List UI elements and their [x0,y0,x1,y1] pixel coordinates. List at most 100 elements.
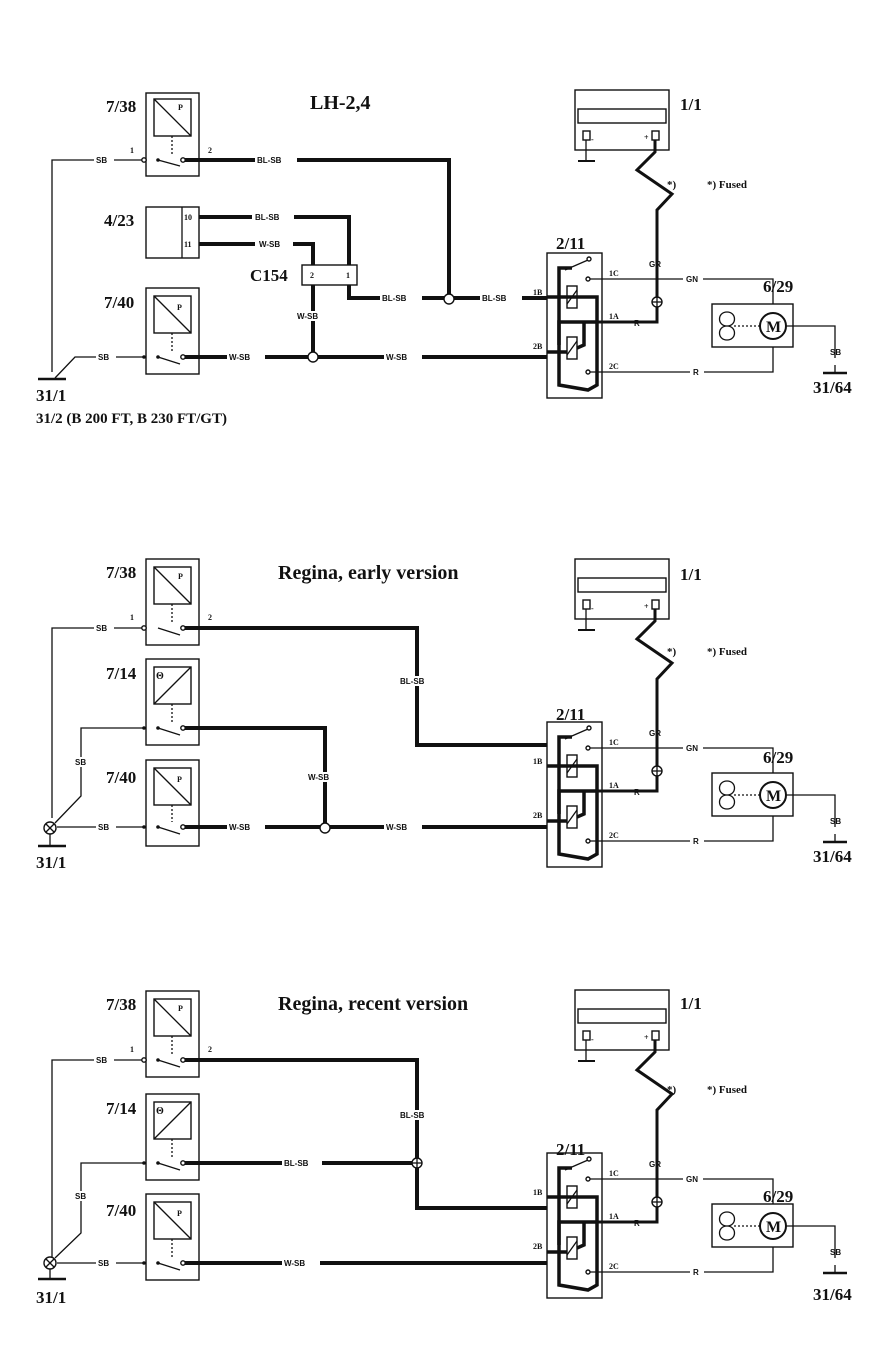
ground-label-alt: 31/2 (B 200 FT, B 230 FT/GT) [36,411,227,427]
pressure-switch-7-40: P [142,1193,200,1281]
diagram-title: LH-2,4 [310,92,371,114]
relay-pin-1c: 1C [609,269,619,278]
relay-pin-1b: 1B [533,288,543,297]
wire-label-gn: GN [686,275,698,284]
wire-label-r: R [693,368,699,377]
battery-1-1 [574,989,675,1138]
relay-2-11 [546,721,603,868]
splice-icon [443,293,455,305]
motor-symbol: M [766,1219,781,1236]
wire-label-w-sb: W-SB [308,773,329,782]
fan-motor-label: 6/29 [763,748,793,767]
fan-motor-label: 6/29 [763,277,793,296]
pressure-symbol: P [178,1004,183,1013]
relay-label: 2/11 [556,705,585,724]
wire-label-w-sb: W-SB [284,1259,305,1268]
fan-motor-6-29 [711,1203,794,1248]
relay-pin-2b: 2B [533,811,543,820]
splice-icon [307,351,319,363]
wire-label-bl-sb: BL-SB [382,294,407,303]
wire-label-sb: SB [75,758,86,767]
temperature-symbol: Θ [156,671,164,682]
relay-pin-2c: 2C [609,1262,619,1271]
diagram-lh-2-4: LH-2,4 P 7/38 1 2 SB BL-SB 10 11 [36,92,547,427]
wire-label-bl-sb: BL-SB [255,213,280,222]
wire-label-sb: SB [98,353,109,362]
wire-label-sb: SB [830,348,841,357]
battery-label: 1/1 [680,565,702,584]
pin-label: 2 [208,146,212,155]
wire-label-bl-sb: BL-SB [284,1159,309,1168]
fuse-note: *) Fused [707,179,747,191]
rhs-labels-2: 1/1 *) *) Fused 2/11 6/29 31/64 [556,994,852,1304]
fuse-marker: *) [667,646,677,658]
temperature-symbol: Θ [156,1106,164,1117]
motor-symbol: M [766,788,781,805]
diagram-regina-early: Regina, early version P 7/38 1 2 SB BL-S… [36,558,547,872]
relay-2-11 [546,252,603,399]
pin-label: 1 [130,613,134,622]
wire-label-w-sb: W-SB [229,823,250,832]
wire-label-w-sb: W-SB [386,353,407,362]
wire-label-w-sb: W-SB [386,823,407,832]
battery-label: 1/1 [680,95,702,114]
component-label: 7/38 [106,995,136,1014]
battery-1-1 [574,89,675,238]
battery-negative-terminal: - [591,135,594,144]
battery-negative-terminal: - [591,604,594,613]
component-label: 7/38 [106,563,136,582]
wire-label-bl-sb: BL-SB [400,1111,425,1120]
wire-label-gr: GR [649,1160,661,1169]
relay-pin-1a: 1A [609,1212,619,1221]
relay-pin-1a: 1A [609,312,619,321]
diagram-title: Regina, early version [278,562,459,584]
component-label: 7/40 [106,768,136,787]
wire-label-r: R [693,837,699,846]
component-label: C154 [250,266,288,285]
relay-pin-2c: 2C [609,831,619,840]
component-label: 7/40 [104,293,134,312]
battery-label: 1/1 [680,994,702,1013]
pressure-symbol: P [177,775,182,784]
temperature-switch-7-14: Θ [142,658,200,746]
fan-motor-6-29 [711,303,794,348]
wire-label-gn: GN [686,744,698,753]
component-label: 4/23 [104,211,134,230]
wire-label-r: R [634,788,640,797]
pressure-symbol: P [177,303,182,312]
relay-pin-1b: 1B [533,757,543,766]
wire-label-bl-sb: BL-SB [400,677,425,686]
wire-label-w-sb: W-SB [259,240,280,249]
splice-icon [319,822,331,834]
wire-label-gr: GR [649,729,661,738]
diagram-title: Regina, recent version [278,993,468,1015]
wire-label-sb: SB [98,823,109,832]
relay-label: 2/11 [556,234,585,253]
battery-1-1 [574,558,675,707]
pin-label: 2 [310,271,314,280]
wire-label-bl-sb: BL-SB [257,156,282,165]
pin-label: 10 [184,213,192,222]
pressure-switch-7-38: P [141,558,200,646]
pin-label: 11 [184,240,192,249]
motor-symbol: M [766,319,781,336]
wire-label-sb: SB [96,156,107,165]
relay-label: 2/11 [556,1140,585,1159]
wire-label-r: R [693,1268,699,1277]
wire-label-gr: GR [649,260,661,269]
pin-label: 1 [346,271,350,280]
relay-pin-2c: 2C [609,362,619,371]
wire-label-w-sb: W-SB [229,353,250,362]
ground-label: 31/1 [36,1288,66,1307]
ground-label: 31/1 [36,386,66,405]
wire-label-sb: SB [830,1248,841,1257]
rhs-labels-1: 1/1 *) *) Fused 2/11 6/29 31/64 [556,565,852,866]
wire-label-sb: SB [98,1259,109,1268]
pressure-switch-7-40: P [142,759,200,847]
relay-pin-1c: 1C [609,1169,619,1178]
pressure-switch-7-38: P [141,92,200,177]
component-label: 7/40 [106,1201,136,1220]
pin-label: 1 [130,1045,134,1054]
relay-pin-2b: 2B [533,1242,543,1251]
battery-negative-terminal: - [591,1035,594,1044]
